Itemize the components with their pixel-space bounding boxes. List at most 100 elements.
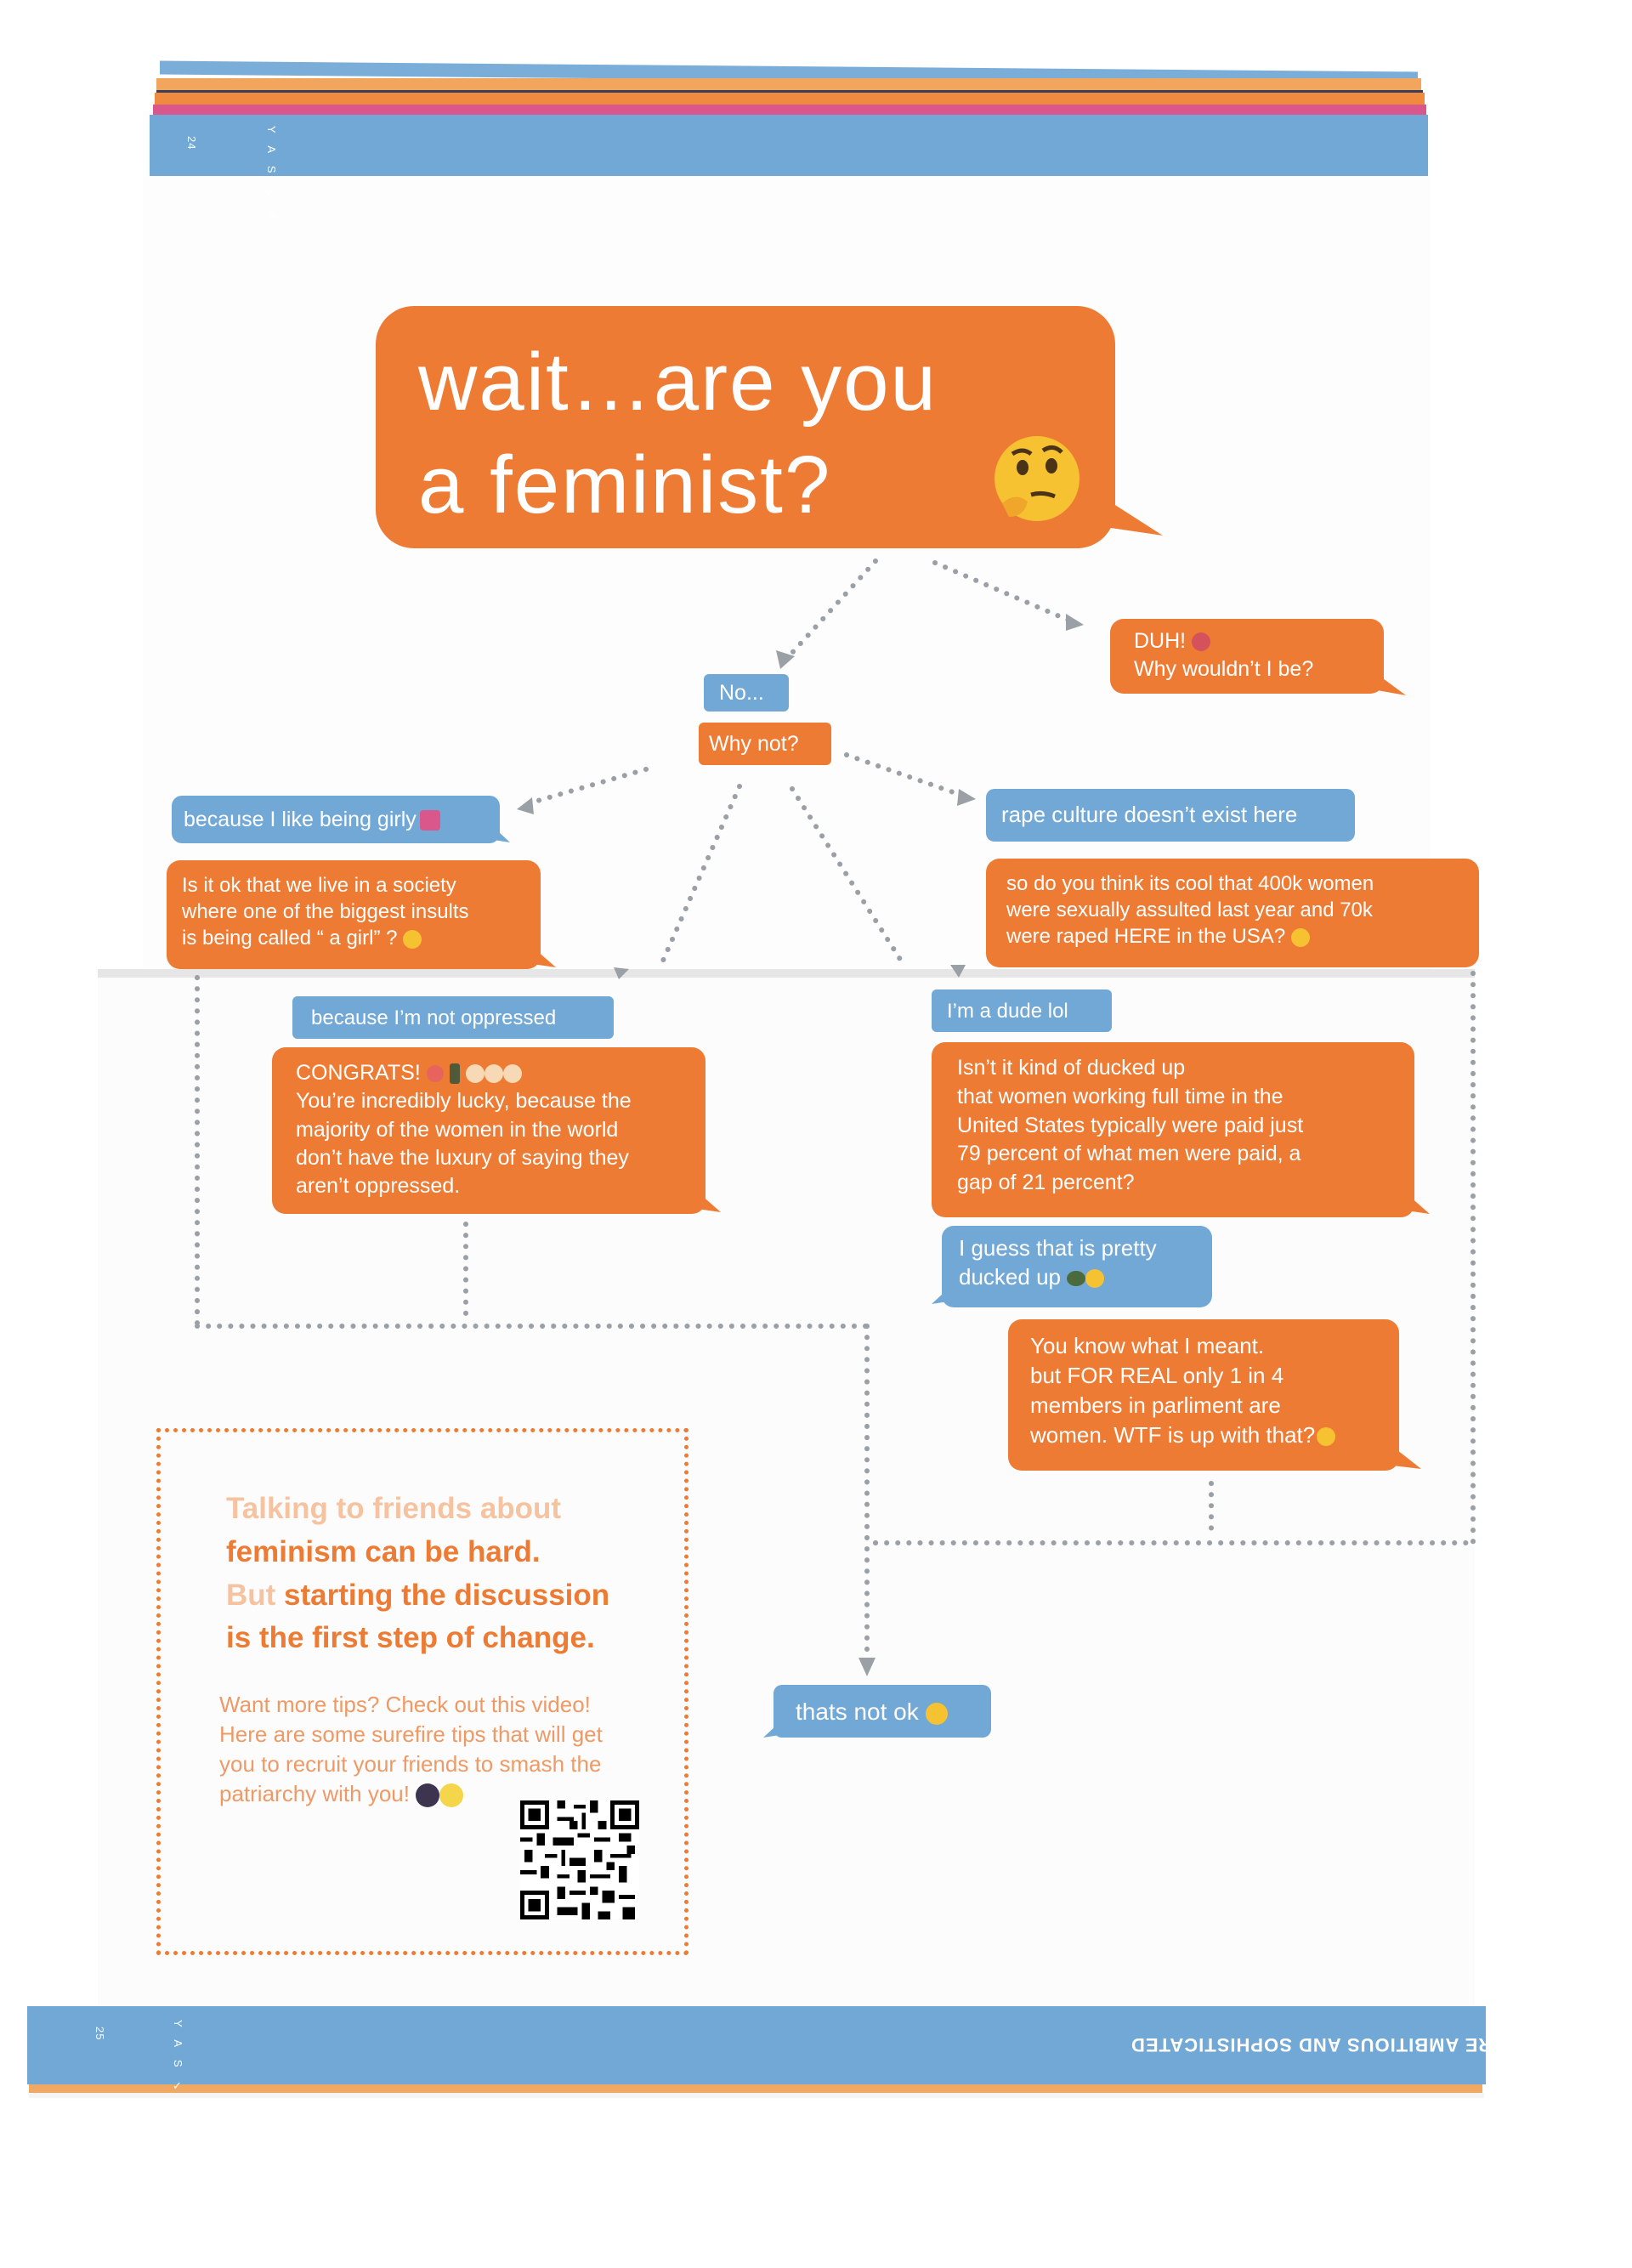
top-header-letters: Y A S ✓ A [265,126,278,224]
connector-title-no [788,558,878,657]
not-ok-tail [763,1715,787,1738]
duh-line-2: Why wouldn’t I be? [1134,656,1314,681]
girly-bubble: because I like being girly [172,796,500,843]
arrowhead-duh [1066,614,1084,631]
girl-reply-bubble: Is it ok that we live in a society where… [167,860,541,969]
laughing-face-icon [1085,1268,1105,1288]
pensive-face-icon [925,1702,948,1725]
congrats-line-5: aren’t oppressed. [296,1174,461,1198]
edge-stripe-pink [153,105,1426,115]
rape-reply-line-3: were raped HERE in the USA? [1006,925,1286,949]
congrats-line-4: don’t have the luxury of saying they [296,1145,629,1170]
no-bubble: No... [704,674,789,712]
duh-line-1: DUH! [1134,629,1187,653]
connector-whynot-girly [526,767,649,806]
tips-box [156,1428,688,1955]
party-popper-icon [426,1065,444,1083]
not-ok-text: thats not ok [796,1698,919,1725]
connector-whynot-oppressed [660,784,742,963]
full-moon-face-icon [439,1783,464,1808]
pretty-ducked-line-2: ducked up [959,1263,1061,1290]
arrowhead-dude [950,965,966,978]
nail-polish-icon [419,810,440,831]
arrowhead-oppressed [614,967,629,979]
parliament-line-2: but FOR REAL only 1 in 4 [1030,1363,1284,1389]
parliament-tail [1389,1443,1421,1469]
rape-reply-bubble: so do you think its cool that 400k women… [986,859,1479,967]
tips-body-line-4: patriarchy with you! [219,1781,410,1807]
clapping-hands-icon-2 [484,1064,503,1084]
title-line-2: a feminist? [418,439,832,530]
parliament-line-4: women. WTF is up with that? [1030,1422,1316,1449]
tips-body-line-1: Want more tips? Check out this video! [219,1692,591,1717]
dude-bubble: I’m a dude lol [932,989,1112,1032]
girl-reply-line-3: is being called “ a girl” ? [182,927,398,950]
new-moon-face-icon [416,1783,440,1808]
rolling-eyes-icon [1317,1427,1336,1447]
woman-facepalm-icon [1192,632,1211,652]
why-not-bubble: Why not? [699,723,831,765]
page-fold-shadow [98,969,1475,978]
title-bubble: wait…are you a feminist? [376,306,1115,548]
girly-text: because I like being girly [184,808,416,831]
congrats-bubble: CONGRATS! You’re incredibly lucky, becau… [272,1047,706,1214]
pay-gap-line-2: that women working full time in the [957,1084,1284,1108]
tips-body-line-2: Here are some surefire tips that will ge… [219,1721,603,1748]
angry-face-icon [1290,928,1310,948]
tips-body-line-3: you to recruit your friends to smash the [219,1751,602,1778]
pay-gap-line-4: 79 percent of what men were paid, a [957,1142,1301,1166]
title-bubble-tail [1096,493,1163,536]
parliament-line-1: You know what I meant. [1030,1333,1265,1358]
rape-reply-line-2: were sexually assulted last year and 70k [1006,899,1373,922]
girly-bubble-tail [486,820,510,842]
girl-reply-line-1: Is it ok that we live in a society [182,874,456,897]
arrowhead-rape [957,789,976,806]
congrats-tail [694,1188,721,1212]
edge-stripe-orange [156,78,1421,90]
pretty-ducked-tail [932,1282,955,1304]
connector-title-duh [932,560,1072,623]
congrats-line-3: majority of the women in the world [296,1117,619,1142]
title-line-1: wait…are you [418,337,938,428]
rape-culture-bubble: rape culture doesn’t exist here [986,789,1355,842]
connector-whynot-rape [844,752,963,797]
rape-reply-line-1: so do you think its cool that 400k women [1006,872,1374,895]
edge-stripe-dark [156,90,1423,93]
tips-heading: Talking to friends about feminism can be… [226,1488,609,1660]
qr-code[interactable] [520,1800,639,1919]
clapping-hands-icon [465,1064,484,1084]
top-page-number: 24 [185,136,198,150]
girl-reply-tail [529,944,556,967]
champagne-icon [449,1063,460,1085]
girl-reply-line-2: where one of the biggest insults [182,900,469,924]
tips-heading-line-1: Talking to friends about [226,1492,562,1525]
parliament-line-3: members in parliment are [1030,1392,1281,1419]
tips-body: Want more tips? Check out this video! He… [219,1690,603,1809]
pretty-ducked-line-1: I guess that is pretty [959,1235,1157,1261]
duh-bubble-tail [1374,672,1406,695]
not-oppressed-bubble: because I’m not oppressed [292,996,614,1039]
tips-heading-line-4: is the first step of change. [226,1621,595,1655]
clapping-hands-icon-3 [502,1064,522,1084]
not-ok-bubble: thats not ok [774,1685,991,1738]
arrowhead-girly [517,797,534,814]
top-header-band [150,115,1428,176]
worried-face-icon [403,930,422,950]
pay-gap-tail [1402,1190,1430,1214]
edge-stripe-orange-2 [155,93,1425,105]
tips-heading-line-3: But starting the discussion [226,1578,610,1612]
pay-gap-line-1: Isn’t it kind of ducked up [957,1056,1186,1080]
parliament-bubble: You know what I meant. but FOR REAL only… [1008,1319,1399,1471]
duh-bubble: DUH! Why wouldn’t I be? [1110,619,1384,694]
congrats-line-2: You’re incredibly lucky, because the [296,1089,632,1114]
congrats-line-1: CONGRATS! [296,1061,421,1085]
footer-letters: Y A S ✓ A [172,2020,184,2118]
duck-icon [1067,1270,1086,1286]
footer-band [27,2006,1486,2084]
pretty-ducked-bubble: I guess that is pretty ducked up [942,1226,1212,1307]
pay-gap-line-3: United States typically were paid just [957,1113,1304,1137]
pay-gap-bubble: Isn’t it kind of ducked up that women wo… [932,1042,1414,1217]
footer-page-number: 25 [94,2027,106,2041]
pay-gap-line-5: gap of 21 percent? [957,1171,1135,1194]
